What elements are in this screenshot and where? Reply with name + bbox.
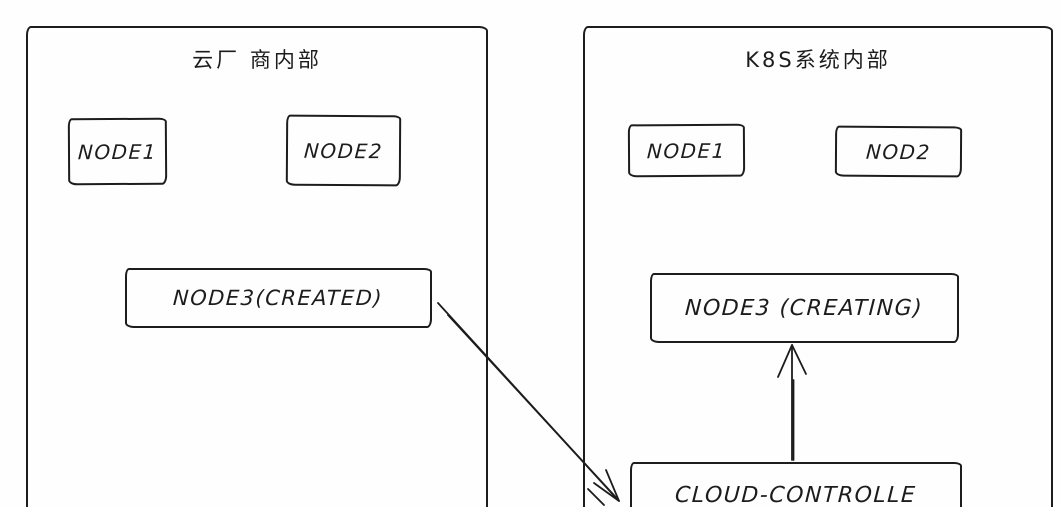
node-right-node3-label: NODE3 (CREATING) [684,295,925,321]
node-cloud-controller: CLOUD-CONTROLLE [630,462,962,507]
panel-k8s-system-title: K8S系统内部 [745,48,891,72]
node-left-node2: NODE2 [285,114,402,187]
panel-cloud-vendor: 云厂 商内部 [26,26,488,507]
node-left-node1-label: NODE1 [77,139,158,164]
node-right-node3-creating: NODE3 (CREATING) [650,273,959,343]
panel-k8s-system: K8S系统内部 [583,26,1053,507]
node-right-node1: NODE1 [627,123,746,178]
node-right-node1-label: NODE1 [646,138,727,163]
node-left-node3-label: NODE3(CREATED) [172,286,385,310]
node-cloud-controller-label: CLOUD-CONTROLLE [674,482,918,507]
node-left-node3-created: NODE3(CREATED) [125,268,432,328]
panel-cloud-vendor-title: 云厂 商内部 [192,48,322,72]
node-left-node2-label: NODE2 [303,138,384,163]
node-right-nod2: NOD2 [834,125,963,178]
node-left-node1: NODE1 [67,117,168,186]
node-right-nod2-label: NOD2 [865,139,932,164]
